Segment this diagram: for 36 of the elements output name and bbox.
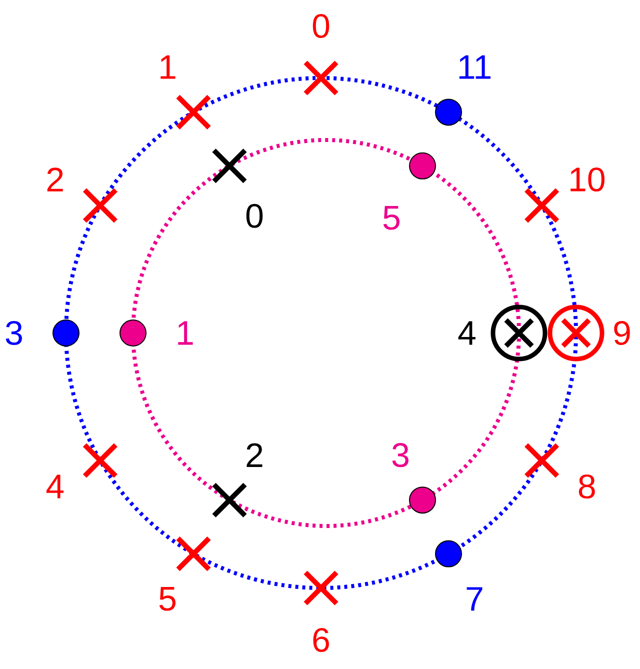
number-label: 5 (383, 206, 400, 230)
number-label: 4 (458, 321, 476, 345)
circled-cross-marker (490, 304, 548, 362)
dot-marker (435, 540, 462, 568)
cross-marker (176, 94, 212, 130)
cross-marker (524, 442, 560, 478)
number-label: 7 (466, 587, 482, 611)
number-label: 3 (392, 443, 408, 468)
dot-marker (52, 320, 80, 346)
number-label: 0 (246, 204, 263, 228)
dot-marker (409, 486, 436, 514)
cross-marker (212, 482, 248, 518)
number-label: 2 (246, 443, 262, 467)
cross-marker (212, 148, 248, 184)
dot-marker (409, 152, 436, 180)
number-label: 9 (614, 320, 630, 346)
cross-marker (82, 188, 118, 224)
number-label: 4 (46, 474, 64, 498)
number-label: 1 (178, 321, 193, 345)
circled-cross-marker (548, 304, 604, 362)
number-label: 11 (459, 55, 490, 79)
number-label: 1 (160, 55, 176, 79)
number-label: 10 (570, 167, 604, 192)
dot-marker (120, 320, 146, 346)
dot-marker (435, 98, 462, 126)
cross-marker (524, 188, 560, 224)
cross-marker (303, 60, 339, 96)
cross-marker (82, 442, 118, 478)
cross-marker (303, 570, 339, 606)
number-label: 0 (312, 14, 330, 38)
number-label: 5 (159, 587, 176, 611)
cross-marker (176, 536, 212, 572)
number-label: 2 (47, 168, 63, 192)
number-label: 6 (313, 628, 329, 652)
number-label: 3 (6, 320, 22, 346)
number-label: 8 (578, 474, 595, 499)
